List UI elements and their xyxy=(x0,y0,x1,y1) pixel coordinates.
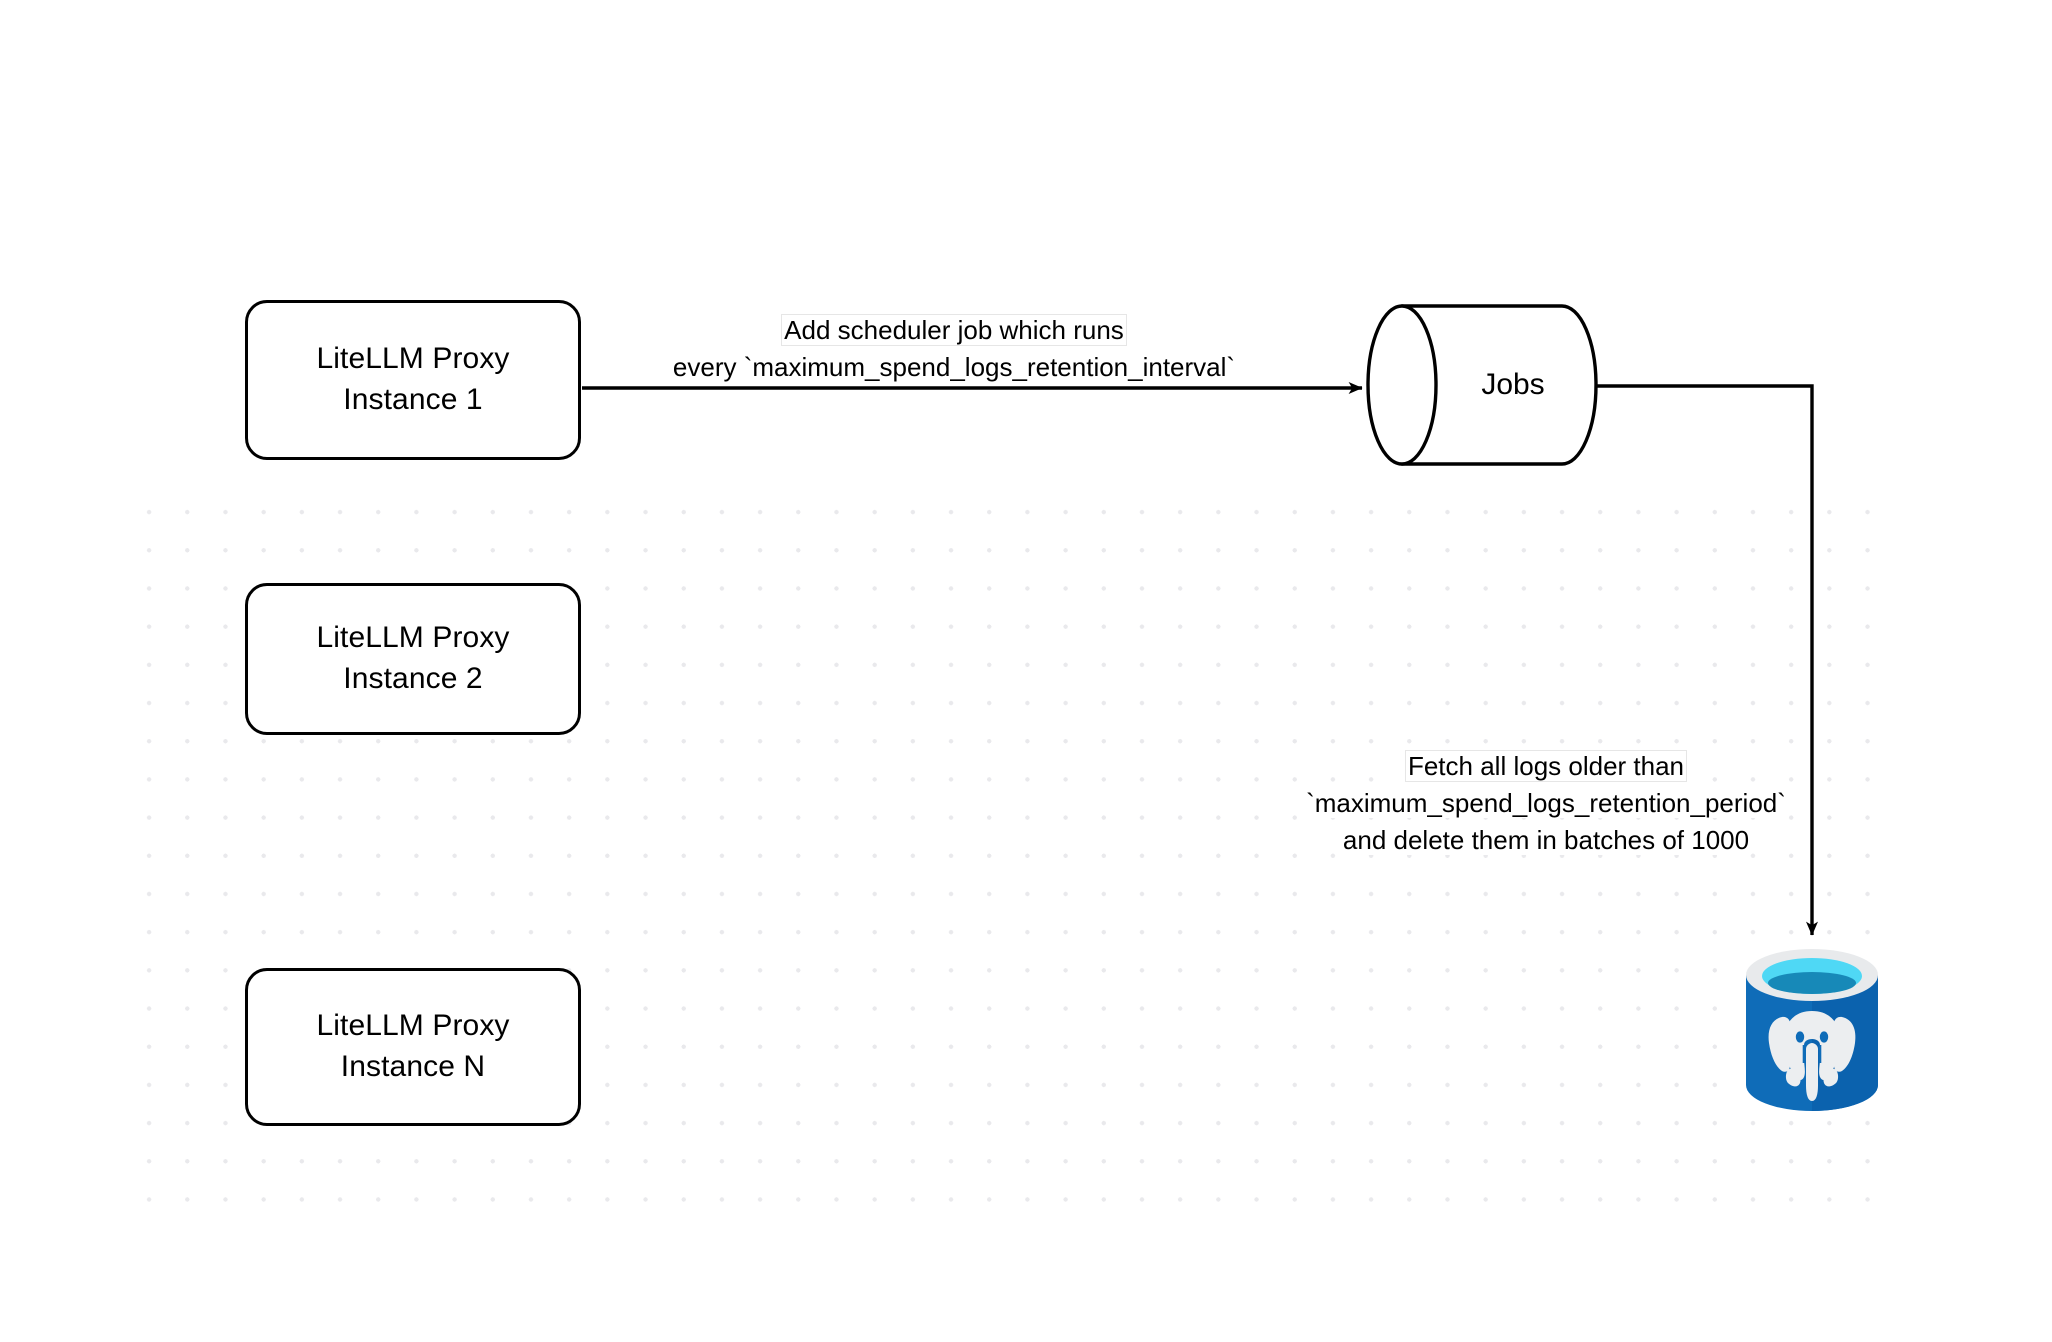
elephant-glyph xyxy=(1768,1011,1856,1101)
edge-label-line-3: and delete them in batches of 1000 xyxy=(1340,824,1752,855)
edge-label-line-1: Add scheduler job which runs xyxy=(782,315,1126,345)
edge-label-scheduler: Add scheduler job which runs every `maxi… xyxy=(614,312,1294,386)
node-litellm-proxy-instance-2[interactable]: LiteLLM Proxy Instance 2 xyxy=(245,583,581,735)
postgres-icon xyxy=(1746,949,1878,1111)
node-jobs-queue[interactable]: Jobs xyxy=(1366,303,1598,467)
node-litellm-proxy-instance-n[interactable]: LiteLLM Proxy Instance N xyxy=(245,968,581,1126)
node-label: Jobs xyxy=(1481,368,1545,401)
cylinder-shape xyxy=(1366,304,1598,466)
node-label: LiteLLM Proxy Instance 1 xyxy=(316,342,510,416)
edge-label-fetch: Fetch all logs older than `maximum_spend… xyxy=(1256,748,1836,859)
node-label: LiteLLM Proxy Instance 2 xyxy=(316,621,510,695)
elephant-outline xyxy=(1802,1045,1822,1063)
node-postgres-database[interactable] xyxy=(1742,945,1882,1117)
edge-label-line-2: every `maximum_spend_logs_retention_inte… xyxy=(670,351,1238,382)
edge-label-line-2: `maximum_spend_logs_retention_period` xyxy=(1304,787,1788,818)
edge-label-line-1: Fetch all logs older than xyxy=(1405,751,1687,781)
node-litellm-proxy-instance-1[interactable]: LiteLLM Proxy Instance 1 xyxy=(245,300,581,460)
node-label: LiteLLM Proxy Instance N xyxy=(316,1009,510,1083)
elephant-eyes xyxy=(1795,1031,1829,1043)
